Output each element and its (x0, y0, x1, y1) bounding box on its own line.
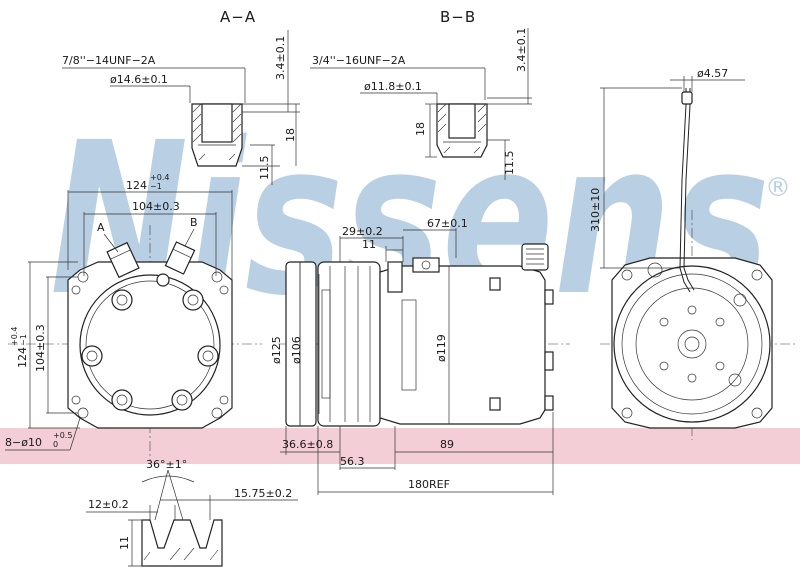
width-outer-value: 124 (126, 179, 147, 192)
dia-125: ø125 (270, 336, 283, 364)
dim-180: 180REF (408, 478, 450, 491)
groove-width: 12±0.2 (88, 498, 129, 511)
aa-lower: 11.5 (258, 156, 271, 181)
section-a-a-title: A−A (220, 8, 256, 26)
bb-height: 18 (414, 122, 427, 136)
groove-height: 11 (118, 536, 131, 550)
holes-tol-minus: 0 (53, 440, 58, 449)
holes-label: 8−ø10 (5, 436, 42, 449)
dim-36-6: 36.6±0.8 (282, 438, 333, 451)
aa-thread-label: 7/8''−14UNF−2A (62, 54, 156, 67)
highlight-band (0, 428, 800, 464)
bb-diameter-label: ø11.8±0.1 (364, 80, 422, 93)
aa-diameter-label: ø14.6±0.1 (110, 73, 168, 86)
wire-length: 310±10 (589, 188, 602, 232)
port-a-label: A (97, 221, 105, 234)
groove-pitch: 15.75±0.2 (234, 487, 292, 500)
front-view: A B 124 +0.4 −1 104±0.3 124 +0.4 −1 104±… (5, 173, 262, 460)
dim-11: 11 (362, 238, 376, 251)
bb-lower: 11.5 (503, 151, 516, 176)
width-outer-tol-plus: +0.4 (150, 173, 169, 182)
height-inner-value: 104±0.3 (34, 324, 47, 372)
holes-tol-plus: +0.5 (53, 431, 72, 440)
width-inner-value: 104±0.3 (132, 200, 180, 213)
groove-angle: 36°±1° (146, 458, 187, 471)
dia-106: ø106 (290, 336, 303, 364)
width-outer-tol-minus: −1 (150, 182, 162, 191)
dim-67: 67±0.1 (427, 217, 468, 230)
dia-119: ø119 (435, 334, 448, 362)
section-a-a: A−A 7/8''−14UNF−2A ø14.6±0.1 (62, 8, 300, 185)
bb-top-depth: 3.4±0.1 (515, 28, 528, 72)
registered-mark: ® (765, 173, 791, 203)
dim-29: 29±0.2 (342, 225, 383, 238)
aa-top-depth: 3.4±0.1 (274, 36, 287, 80)
section-b-b: B−B 3/4''−16UNF−2A ø11.8±0.1 3.4±0.1 18 (310, 8, 532, 180)
port-b-label: B (190, 216, 198, 229)
rear-view: ø4.57 310±10 (589, 67, 798, 440)
height-outer-tol-plus: +0.4 (10, 327, 19, 346)
dim-89: 89 (440, 438, 454, 451)
side-view: 29±0.2 11 67±0.1 ø125 ø106 ø119 36.6±0.8… (270, 217, 570, 495)
aa-height: 18 (284, 128, 297, 142)
wire-diameter: ø4.57 (697, 67, 728, 80)
dim-56-3: 56.3 (340, 455, 365, 468)
height-outer-value: 124 (16, 347, 29, 368)
section-b-b-title: B−B (440, 8, 476, 26)
height-outer-tol-minus: −1 (19, 334, 28, 346)
bb-thread-label: 3/4''−16UNF−2A (312, 54, 406, 67)
pulley-groove-detail: 36°±1° 12±0.2 15.75±0.2 11 (86, 458, 298, 567)
